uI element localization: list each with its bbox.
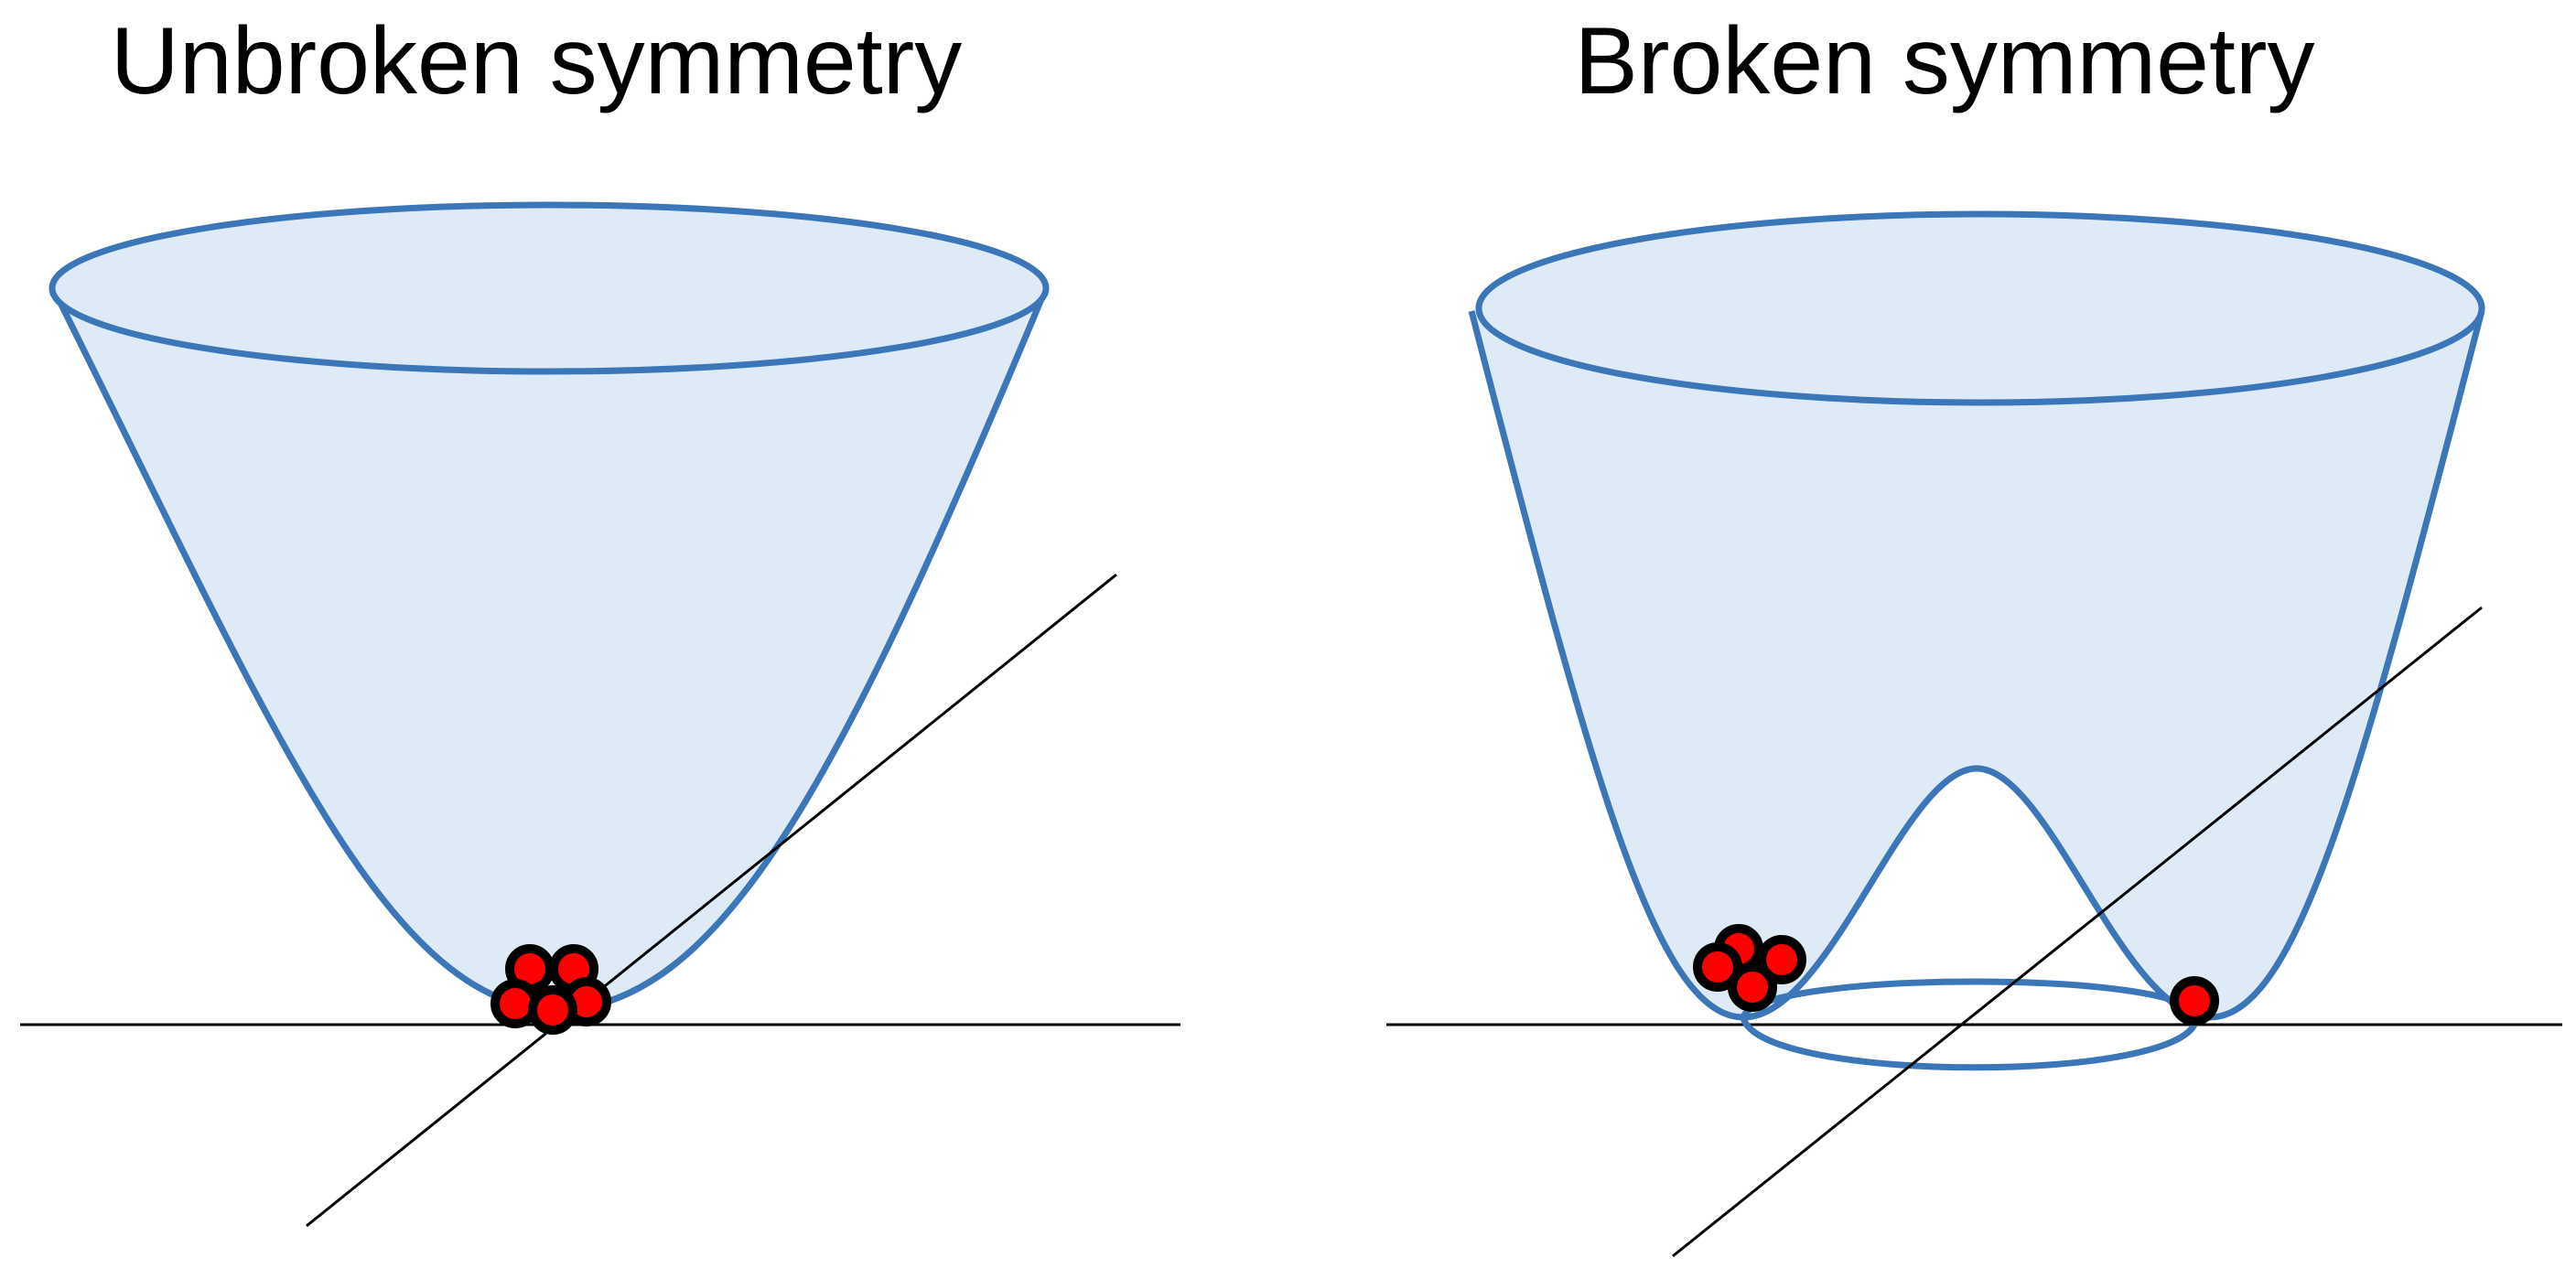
ball (2170, 976, 2219, 1026)
ball (1693, 942, 1742, 992)
left-ball-cluster (490, 944, 611, 1035)
unbroken-panel (20, 201, 1180, 1228)
broken-panel (1386, 210, 2562, 1258)
ball (1757, 935, 1806, 984)
right-diagonal-axis (1672, 606, 2483, 1258)
ball (528, 985, 577, 1035)
ball (1728, 962, 1777, 1012)
single-well-fill (53, 288, 1046, 1011)
trough-ring-back (1740, 978, 2200, 1019)
trough-ring-front (1740, 1015, 2200, 1071)
right-ball-cluster-left (1693, 924, 1806, 1012)
double-well-rim (1475, 210, 2485, 406)
right-ball-cluster-right (2170, 976, 2219, 1026)
left-diagonal-axis (306, 573, 1117, 1228)
single-well-rim (49, 201, 1050, 375)
double-well-surface (1468, 310, 2485, 1021)
double-well-fill (1471, 311, 2482, 1017)
broken-symmetry-title: Broken symmetry (1574, 8, 2315, 114)
unbroken-symmetry-title: Unbroken symmetry (110, 8, 963, 114)
